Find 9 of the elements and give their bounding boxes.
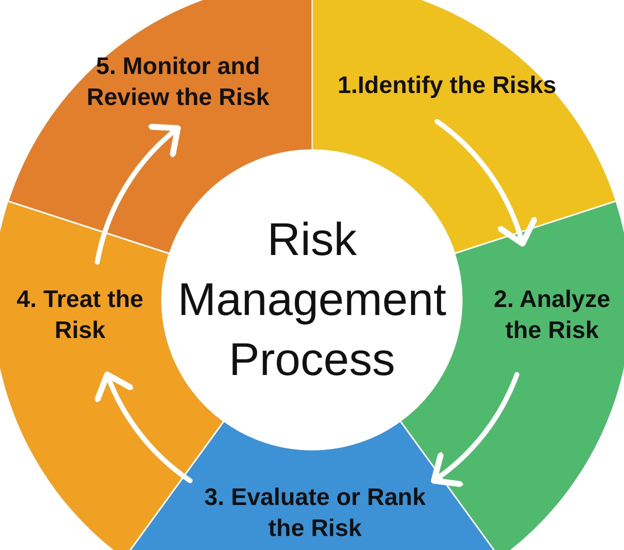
arrow: [96, 372, 193, 484]
segment-label: 2. Analyze the Risk: [492, 284, 612, 346]
segment-label: 5. Monitor and Review the Risk: [86, 52, 270, 114]
center-title: Risk Management Process: [176, 212, 448, 387]
arrow: [430, 372, 520, 486]
arrow: [434, 118, 536, 247]
segment-label: 3. Evaluate or Rank the Risk: [203, 482, 427, 544]
segment-label: 4. Treat the Risk: [16, 284, 144, 346]
arrow: [94, 125, 181, 265]
